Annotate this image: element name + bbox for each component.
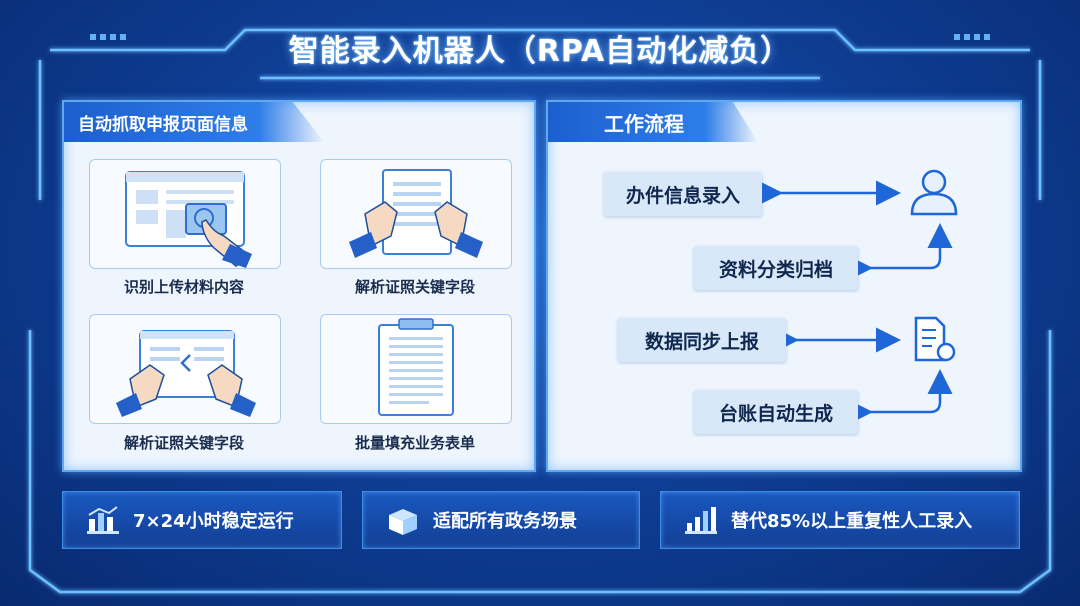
stat-scenarios: 适配所有政务场景 (362, 491, 640, 549)
rising-bars-icon (685, 507, 717, 534)
stat-scenarios-text: 适配所有政务场景 (433, 511, 577, 532)
step-ledger-generate: 台账自动生成 (694, 390, 858, 434)
stat-uptime-text: 7×24小时稳定运行 (133, 511, 294, 532)
card-label-batch-fill: 批量填充业务表单 (354, 434, 475, 452)
card-label-parse-2: 解析证照关键字段 (123, 434, 244, 452)
stat-uptime: 7×24小时稳定运行 (62, 491, 342, 549)
bar-chart-icon (87, 506, 119, 534)
person-icon (910, 169, 958, 216)
workflow-arrows (758, 169, 958, 425)
document-settings-icon (914, 316, 956, 362)
screen-tap-icon (125, 171, 252, 268)
workflow-panel: 工作流程 办件信息录入 资料分类归档 数据同步上报 台账自动生成 (546, 100, 1022, 472)
cube-chart-icon (389, 509, 417, 535)
auto-capture-header: 自动抓取申报页面信息 (64, 102, 324, 142)
card-batch-fill (320, 314, 512, 424)
card-parse-license-2 (89, 314, 281, 424)
workflow-header: 工作流程 (548, 102, 758, 142)
card-recognize-materials (89, 159, 281, 269)
stat-replace-manual: 替代85%以上重复性人工录入 (660, 491, 1020, 549)
step-data-sync-report: 数据同步上报 (618, 318, 786, 362)
step-case-info-entry: 办件信息录入 (604, 172, 762, 216)
stat-replace-manual-text: 替代85%以上重复性人工录入 (731, 511, 973, 532)
step-archive-classify: 资料分类归档 (694, 246, 858, 290)
page-title: 智能录入机器人（RPA自动化减负） (288, 34, 792, 69)
card-parse-license-1 (320, 159, 512, 269)
card-label-recognize: 识别上传材料内容 (123, 278, 244, 296)
tablet-swipe-icon (116, 330, 256, 417)
document-hands-icon (349, 169, 483, 258)
auto-capture-panel: 自动抓取申报页面信息 识别上传材料内容 (62, 100, 536, 472)
clipboard-form-icon (378, 318, 454, 416)
card-label-parse-1: 解析证照关键字段 (354, 278, 475, 296)
